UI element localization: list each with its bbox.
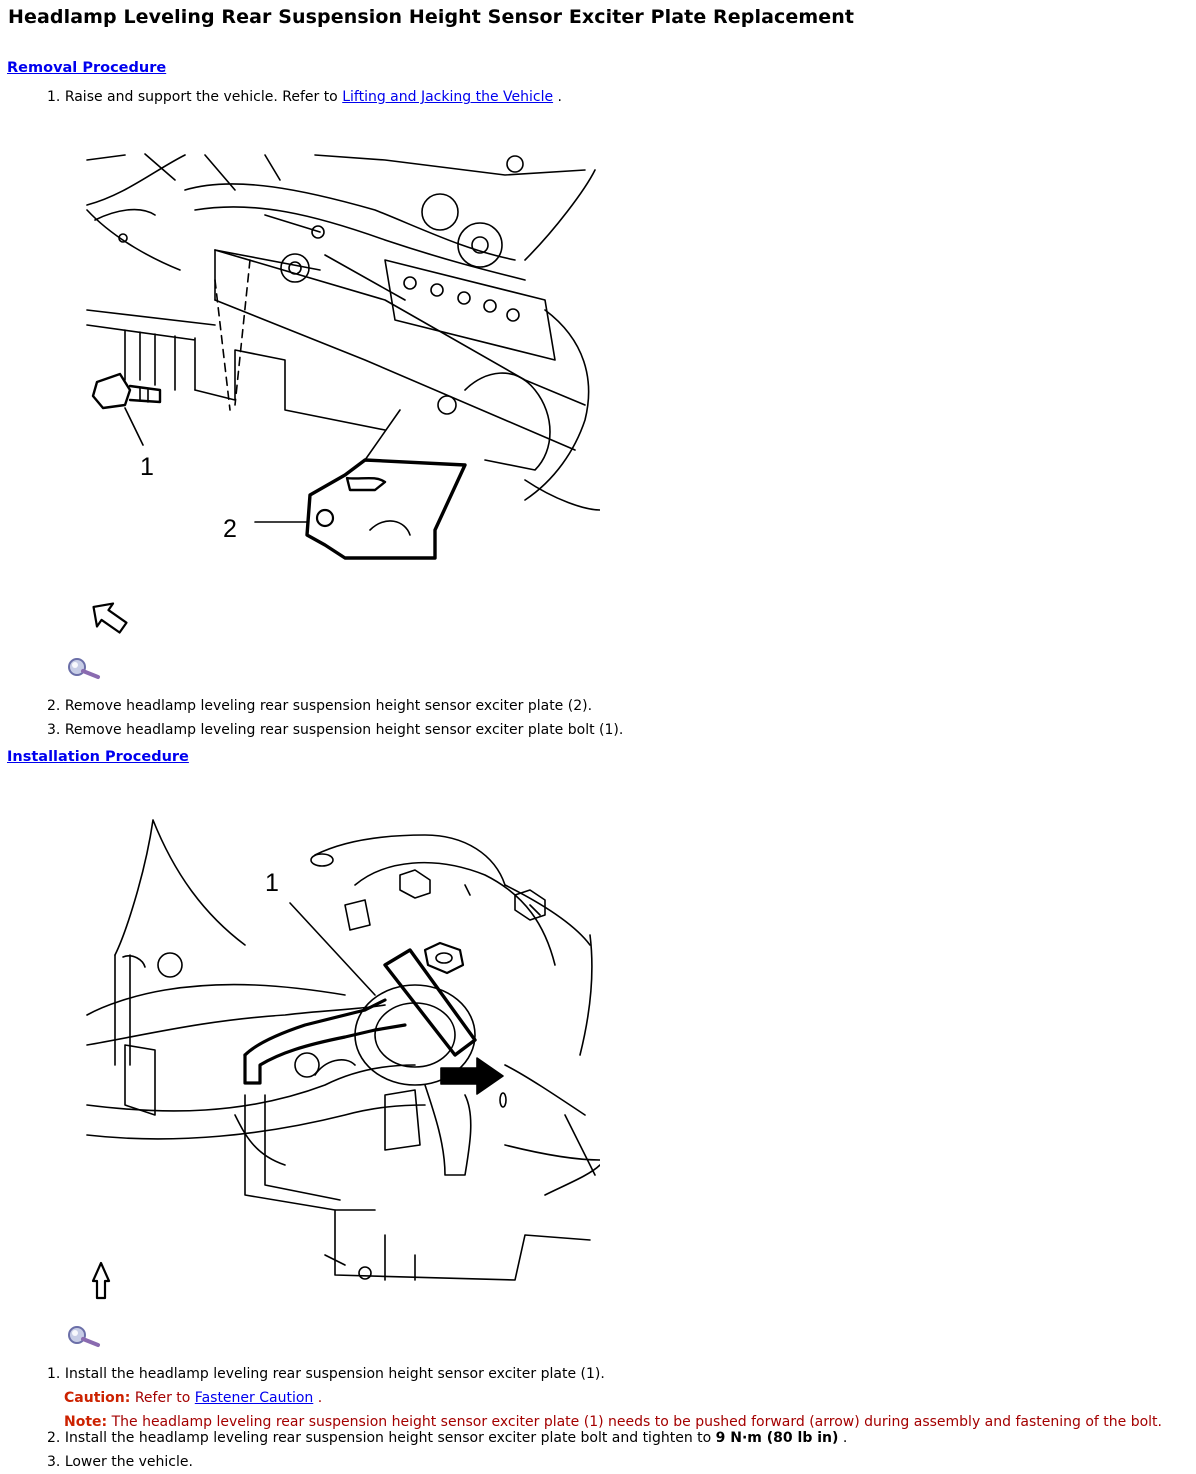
step-text: Raise and support the vehicle. Refer to: [64, 89, 338, 105]
caution-text: Refer to: [134, 1390, 191, 1406]
installation-step-1: 1. Install the headlamp leveling rear su…: [47, 1366, 605, 1382]
removal-procedure-heading[interactable]: Removal Procedure: [7, 60, 167, 76]
step-text-end: .: [842, 1430, 848, 1446]
page-title: Headlamp Leveling Rear Suspension Height…: [8, 6, 855, 28]
step-number: 3.: [47, 1454, 61, 1470]
note-label: Note:: [64, 1414, 108, 1430]
step-text-end: .: [557, 89, 562, 105]
step-number: 1.: [47, 89, 61, 105]
installation-procedure-heading[interactable]: Installation Procedure: [7, 749, 189, 765]
caution-line: Caution: Refer to Fastener Caution .: [64, 1390, 322, 1406]
callout-1: 1: [265, 869, 279, 897]
torque-spec: 9 N·m (80 lb in): [715, 1430, 839, 1446]
removal-step-2: 2. Remove headlamp leveling rear suspens…: [47, 698, 592, 714]
step-text: Lower the vehicle.: [64, 1454, 193, 1470]
step-number: 2.: [47, 1430, 61, 1446]
step-text: Install the headlamp leveling rear suspe…: [64, 1366, 605, 1382]
caution-text-end: .: [317, 1390, 323, 1406]
removal-step-1: 1. Raise and support the vehicle. Refer …: [47, 89, 562, 105]
caution-label: Caution:: [64, 1390, 131, 1406]
step-number: 3.: [47, 722, 61, 738]
callout-2: 2: [223, 515, 237, 543]
step-text: Remove headlamp leveling rear suspension…: [64, 722, 624, 738]
magnifier-icon[interactable]: [66, 657, 102, 681]
removal-illustration: 1 2: [86, 153, 600, 634]
installation-step-2: 2. Install the headlamp leveling rear su…: [47, 1430, 847, 1446]
callout-1: 1: [140, 453, 154, 481]
installation-step-3: 3. Lower the vehicle.: [47, 1454, 193, 1470]
step-number: 1.: [47, 1366, 61, 1382]
magnifier-icon[interactable]: [66, 1325, 102, 1349]
installation-illustration: 1: [86, 819, 600, 1300]
fastener-caution-link[interactable]: Fastener Caution: [194, 1390, 314, 1406]
note-text: The headlamp leveling rear suspension he…: [111, 1414, 1162, 1430]
step-text: Remove headlamp leveling rear suspension…: [64, 698, 593, 714]
step-text: Install the headlamp leveling rear suspe…: [64, 1430, 712, 1446]
step-number: 2.: [47, 698, 61, 714]
removal-step-3: 3. Remove headlamp leveling rear suspens…: [47, 722, 623, 738]
note-line: Note: The headlamp leveling rear suspens…: [64, 1414, 1162, 1430]
lifting-jacking-link[interactable]: Lifting and Jacking the Vehicle: [342, 89, 554, 105]
